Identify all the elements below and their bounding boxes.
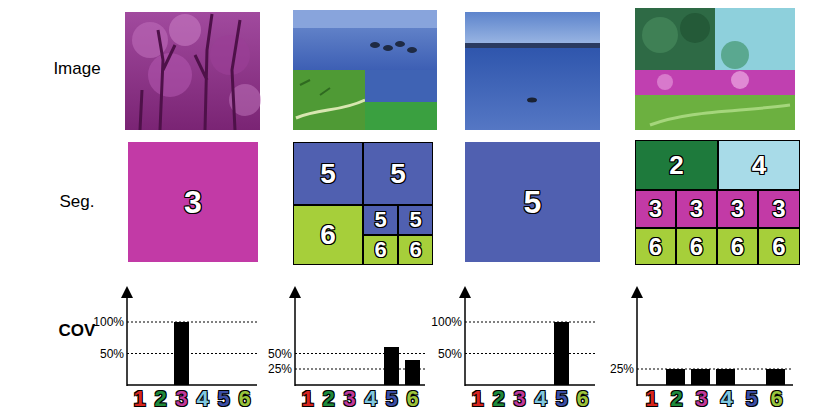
axis-tick: 25% bbox=[585, 363, 634, 375]
category-number: 2 bbox=[488, 388, 509, 410]
category-number: 6 bbox=[402, 388, 423, 410]
segment-number: 3 bbox=[772, 197, 785, 221]
segment-number: 5 bbox=[524, 186, 542, 218]
row-label: Seg. bbox=[38, 193, 116, 210]
segment-region: 5 bbox=[363, 205, 398, 235]
segment-region: 3 bbox=[128, 142, 258, 262]
axis-tick: 100% bbox=[413, 316, 462, 328]
segment-number: 6 bbox=[731, 235, 744, 259]
category-number: 5 bbox=[551, 388, 572, 410]
segment-region: 6 bbox=[293, 205, 363, 265]
photo bbox=[293, 10, 437, 130]
segment-number: 6 bbox=[649, 235, 662, 259]
segment-number: 5 bbox=[374, 209, 386, 231]
segment-region: 3 bbox=[758, 190, 800, 228]
segment-number: 3 bbox=[690, 197, 703, 221]
segment-number: 6 bbox=[772, 235, 785, 259]
segment-region: 5 bbox=[398, 205, 433, 235]
segment-region: 6 bbox=[758, 228, 800, 265]
segment-number: 6 bbox=[409, 239, 421, 261]
photo bbox=[125, 12, 261, 130]
bar-chart bbox=[127, 292, 793, 386]
category-number: 1 bbox=[467, 388, 488, 410]
segment-region: 6 bbox=[635, 228, 676, 265]
photo bbox=[635, 8, 795, 130]
category-number: 2 bbox=[664, 388, 689, 410]
axis-tick: 100% bbox=[75, 316, 124, 328]
segment-number: 3 bbox=[184, 186, 202, 218]
category-number: 3 bbox=[509, 388, 530, 410]
category-number: 4 bbox=[714, 388, 739, 410]
segment-region: 6 bbox=[676, 228, 717, 265]
segment-region: 6 bbox=[363, 235, 398, 265]
segment-region: 2 bbox=[635, 140, 718, 190]
category-number: 4 bbox=[192, 388, 213, 410]
axis-tick: 50% bbox=[243, 348, 292, 360]
category-number: 1 bbox=[639, 388, 664, 410]
axis-tick: 25% bbox=[243, 363, 292, 375]
segment-number: 3 bbox=[649, 197, 662, 221]
segment-number: 4 bbox=[752, 152, 766, 178]
segment-number: 5 bbox=[320, 160, 336, 188]
segment-number: 3 bbox=[731, 197, 744, 221]
axis-tick: 50% bbox=[75, 348, 124, 360]
category-number: 2 bbox=[318, 388, 339, 410]
segment-number: 5 bbox=[390, 160, 406, 188]
segment-region: 4 bbox=[718, 140, 800, 190]
segment-region: 6 bbox=[398, 235, 433, 265]
segment-region: 3 bbox=[717, 190, 758, 228]
segment-region: 5 bbox=[293, 142, 363, 205]
category-number: 2 bbox=[150, 388, 171, 410]
category-number: 6 bbox=[572, 388, 593, 410]
segment-number: 6 bbox=[320, 221, 336, 249]
category-number: 6 bbox=[234, 388, 255, 410]
segment-region: 6 bbox=[717, 228, 758, 265]
segment-region: 3 bbox=[676, 190, 717, 228]
category-number: 1 bbox=[129, 388, 150, 410]
category-number: 6 bbox=[764, 388, 789, 410]
category-number: 5 bbox=[213, 388, 234, 410]
segment-region: 5 bbox=[465, 142, 600, 262]
segment-region: 3 bbox=[635, 190, 676, 228]
axis-tick: 50% bbox=[413, 348, 462, 360]
category-number: 3 bbox=[339, 388, 360, 410]
category-number: 5 bbox=[381, 388, 402, 410]
segment-number: 5 bbox=[409, 209, 421, 231]
category-number: 4 bbox=[530, 388, 551, 410]
segment-number: 6 bbox=[374, 239, 386, 261]
category-number: 5 bbox=[739, 388, 764, 410]
row-label: Image bbox=[38, 60, 116, 77]
segment-number: 2 bbox=[669, 152, 683, 178]
category-number: 3 bbox=[689, 388, 714, 410]
category-number: 4 bbox=[360, 388, 381, 410]
segment-number: 6 bbox=[690, 235, 703, 259]
category-number: 3 bbox=[171, 388, 192, 410]
segment-region: 5 bbox=[363, 142, 433, 205]
photo bbox=[465, 12, 600, 130]
category-number: 1 bbox=[297, 388, 318, 410]
